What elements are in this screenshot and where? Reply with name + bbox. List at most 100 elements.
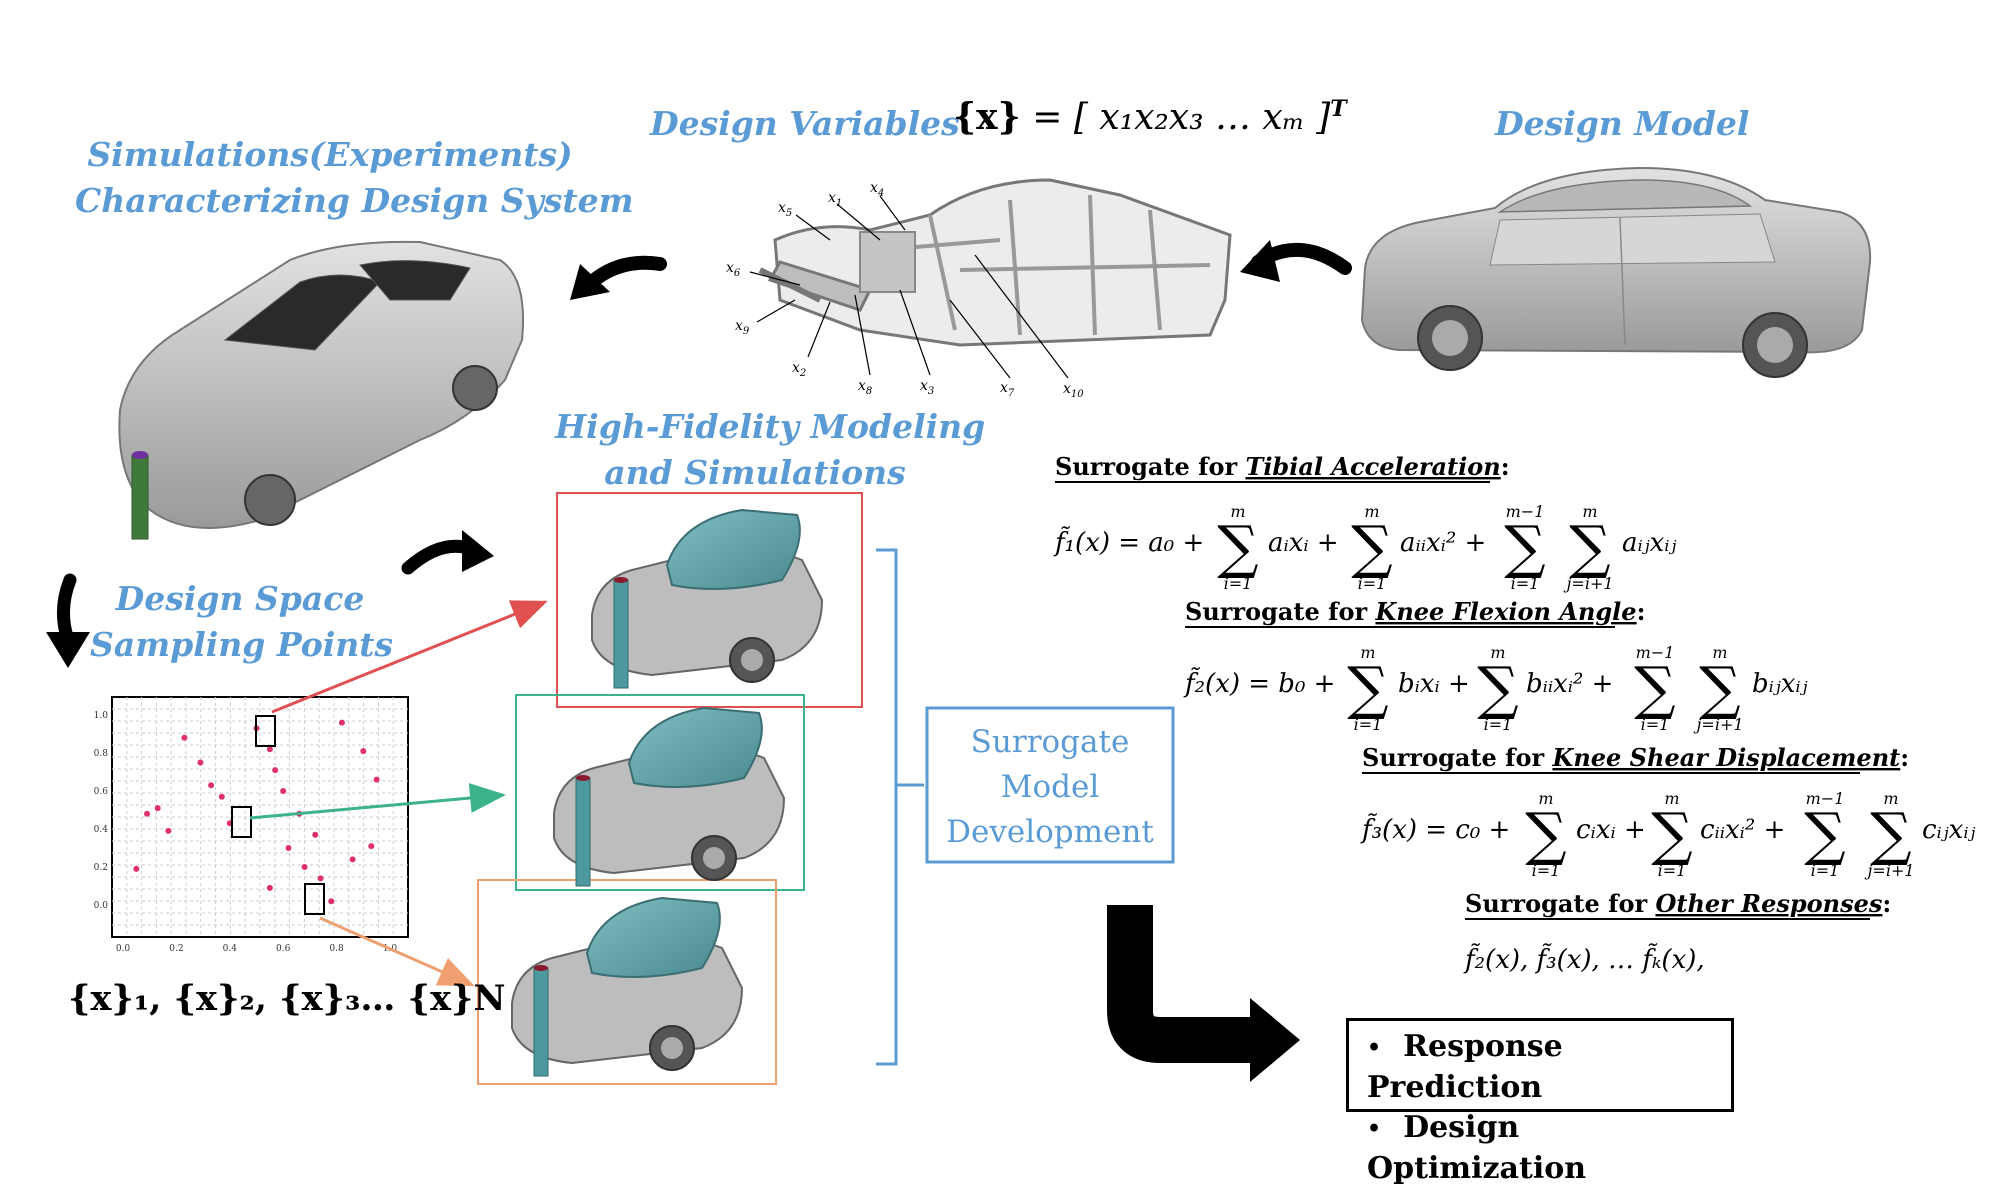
- surrogate-box-line3: Development: [946, 814, 1154, 850]
- sum-lower-limit: i=1: [1354, 715, 1383, 734]
- sigma-symbol: ∑: [1569, 513, 1610, 581]
- simulations-heading-line1: Simulations(Experiments): [87, 135, 573, 174]
- sample-point: [272, 767, 279, 774]
- sigma-symbol: ∑: [1870, 800, 1911, 868]
- hifi-heading-line1: High-Fidelity Modeling: [555, 407, 986, 446]
- sample-point: [208, 782, 215, 789]
- bullet-icon: •: [1367, 1116, 1382, 1142]
- crash-pole-top-icon: [534, 965, 548, 971]
- sigma-symbol: ∑: [1634, 654, 1675, 722]
- surrogate-title: Surrogate for Knee Shear Displacement:: [1362, 743, 1909, 772]
- hifi-bracket: [876, 548, 898, 1066]
- sigma-symbol: ∑: [1804, 800, 1845, 868]
- crash-car-hub: [703, 847, 725, 869]
- x-tick-label: 0.8: [329, 944, 344, 954]
- design-model-heading: Design Model: [1495, 104, 1750, 143]
- surrogate-equations: Surrogate for Tibial Acceleration: f̃₁(x)…: [1053, 452, 1976, 975]
- other-responses-expression: f̃₂(x), f̃₃(x), … f̃ₖ(x),: [1463, 943, 1705, 975]
- hifi-heading-line2: and Simulations: [604, 453, 906, 492]
- design-vector-sup: T: [1330, 96, 1347, 122]
- sigma-symbol: ∑: [1525, 800, 1566, 868]
- arrow-to-hifi: [401, 539, 475, 575]
- sum-upper-limit: m: [1230, 502, 1245, 521]
- crash-pole-icon: [533, 967, 549, 1077]
- surrogate-lhs: f̃₃(x) = c₀ +: [1360, 813, 1510, 845]
- arrow-model-to-frame-head: [1240, 240, 1280, 282]
- design-vector-equation: {x} = [ x₁x₂x₃ … xₘ ]T: [953, 96, 1347, 138]
- sampling-heading-line2: Sampling Points: [90, 625, 394, 664]
- surrogate-title: Surrogate for Knee Flexion Angle:: [1185, 597, 1645, 626]
- sum-upper-limit: m: [1364, 502, 1379, 521]
- surrogate-box-line2: Model: [1001, 769, 1100, 805]
- surrogate-quadratic-term: bᵢᵢxᵢ² +: [1526, 669, 1613, 699]
- sigma-symbol: ∑: [1217, 513, 1258, 581]
- sum-upper-limit: m: [1883, 789, 1898, 808]
- sample-point: [301, 864, 308, 870]
- design-vector-lhs: {x}: [953, 96, 1021, 138]
- crash-car-hub: [661, 1037, 683, 1059]
- arrow-frame-to-sim: [585, 255, 667, 289]
- surrogate-interaction-term: bᵢⱼxᵢⱼ: [1752, 669, 1808, 699]
- variable-label: x9: [735, 318, 750, 337]
- arrow-to-outcomes: [1107, 905, 1250, 1063]
- outcome-label: Response Prediction: [1367, 1029, 1563, 1105]
- sum-lower-limit: j=i+1: [1864, 861, 1914, 880]
- sample-point: [285, 845, 292, 851]
- crash-pole-icon: [575, 777, 591, 887]
- design-model-car: [1360, 166, 1872, 378]
- sample-point: [266, 746, 273, 753]
- sum-lower-limit: i=1: [1224, 574, 1253, 593]
- surrogate-quadratic-term: cᵢᵢxᵢ² +: [1700, 815, 1785, 845]
- sum-lower-limit: i=1: [1484, 715, 1513, 734]
- x-tick-label: 0.0: [116, 944, 131, 954]
- x-tick-label: 0.2: [169, 944, 183, 954]
- y-tick-label: 0.4: [94, 825, 109, 835]
- surrogate-title: Surrogate for Tibial Acceleration:: [1055, 452, 1510, 481]
- sample-point: [144, 810, 151, 817]
- hifi-frame-red: [556, 492, 863, 708]
- crash-car: [511, 896, 744, 1077]
- sigma-symbol: ∑: [1477, 654, 1518, 722]
- pole-icon: [131, 454, 149, 540]
- hifi-frame-orange: [477, 879, 777, 1085]
- body-frame: [758, 178, 1232, 347]
- surrogate-interaction-term: aᵢⱼxᵢⱼ: [1622, 528, 1676, 558]
- hifi-frame-green: [515, 694, 805, 891]
- surrogate-model-box: [925, 706, 1175, 864]
- surrogate-title: Surrogate for Other Responses:: [1465, 889, 1891, 918]
- sum-upper-limit: m−1: [1636, 643, 1675, 662]
- y-tick-label: 0.6: [94, 787, 109, 797]
- surrogate-quadratic-term: aᵢᵢxᵢ² +: [1400, 528, 1486, 558]
- surrogate-lhs: f̃₂(x) = b₀ +: [1183, 667, 1335, 699]
- surrogate-lhs: f̃₁(x) = a₀ +: [1053, 526, 1204, 558]
- sum-lower-limit: i=1: [1358, 574, 1387, 593]
- simulations-heading: Simulations(Experiments) Characterizing …: [75, 132, 634, 224]
- variable-label: x10: [1063, 381, 1084, 400]
- sum-upper-limit: m: [1360, 643, 1375, 662]
- crash-car-hood: [627, 706, 763, 788]
- bullet-icon: •: [1367, 1035, 1382, 1061]
- variable-label: x5: [778, 200, 792, 219]
- sample-point: [181, 734, 188, 741]
- outcome-label: Design Optimization: [1367, 1110, 1587, 1186]
- variable-label: x3: [920, 378, 934, 397]
- surrogate-linear-term: cᵢxᵢ +: [1576, 815, 1646, 845]
- simulation-car: [118, 240, 525, 529]
- hifi-heading: High-Fidelity Modeling and Simulations: [555, 404, 986, 496]
- sum-lower-limit: i=1: [1532, 861, 1561, 880]
- sum-lower-limit: i=1: [1511, 574, 1540, 593]
- sample-point: [218, 793, 225, 800]
- arrow-sample-to-red: [271, 600, 548, 714]
- arrow-to-outcomes-head: [1250, 998, 1300, 1082]
- sum-lower-limit: i=1: [1658, 861, 1687, 880]
- sum-upper-limit: m−1: [1806, 789, 1845, 808]
- sample-highlight-green: [231, 806, 252, 838]
- design-variables-heading: Design Variables: [650, 104, 960, 143]
- sample-point: [266, 884, 273, 891]
- sample-point: [197, 759, 204, 766]
- arrow-sim-to-sampling: [57, 573, 77, 647]
- sample-point: [317, 875, 324, 882]
- variable-label: x8: [858, 378, 872, 397]
- pole-top-icon: [132, 451, 148, 459]
- variable-label: x1: [828, 190, 842, 209]
